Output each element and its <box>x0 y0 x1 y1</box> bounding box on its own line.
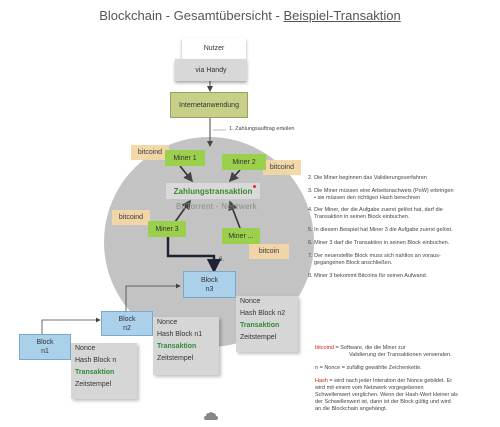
step-4-line2: Transaktion in seinen Block einbuchen. <box>314 214 410 220</box>
handy-node: via Handy <box>175 59 247 81</box>
internet-app-node: Internetanwendung <box>170 92 248 118</box>
block-n1-transaction: Transaktion <box>75 369 115 376</box>
legend-hash-def-4: der Schwellenwert ist, dann ist der Bloc… <box>315 399 451 405</box>
miner-4: Miner ... <box>222 228 260 244</box>
legend-nonce: n = Nonce = zufällig gewählte Zeichenket… <box>315 365 422 371</box>
block-n2-transaction: Transaktion <box>157 343 197 350</box>
bitcoind-tag-2: bitcoind <box>263 160 301 175</box>
step-5: 5. In diesem Beispiel hat Miner 3 die Au… <box>308 227 453 233</box>
legend-bitcoind-def-2: Validierung der Transaktionen verwenden. <box>349 352 452 358</box>
step-4-line1: 4. Der Miner, der die Aufgabe zuerst gel… <box>308 207 443 213</box>
step-8: 8. Miner 3 bekommt Bitcoins für seinen A… <box>308 273 428 279</box>
block-n2-details: Nonce Hash Block n1 Transaktion Zeitstem… <box>153 317 219 375</box>
legend-bitcoind-term: bitcoind <box>315 345 334 351</box>
arrow-step6-label: 6. <box>219 257 225 263</box>
block-n2: Block n2 <box>101 311 153 336</box>
block-n2-timestamp: Zeitstempel <box>157 355 194 362</box>
block-n1-details: Nonce Hash Block n Transaktion Zeitstemp… <box>71 343 137 399</box>
miner-1: Miner 1 <box>165 150 205 166</box>
legend-hash-def: = wird nach jeder Interation der Nonce g… <box>327 378 453 384</box>
arrow-miner3-blockn3 <box>166 236 222 274</box>
legend-hash-def-3: Schwellenwert verglichen. Wenn der Hash-… <box>315 392 458 398</box>
block-n1-nonce: Nonce <box>75 345 96 352</box>
steps-list: 2. Die Miner beginnen das Validierungsve… <box>308 175 493 280</box>
link-n1-n2 <box>41 317 101 334</box>
legend-hash-def-2: wird mit einem vom Netzwerk vorgegebenen <box>315 385 424 391</box>
block-n1: Block n1 <box>19 334 71 360</box>
block-n2-hash: Hash Block n1 <box>157 331 203 338</box>
miner-2: Miner 2 <box>222 154 266 170</box>
title-underlined: Beispiel-Transaktion <box>283 8 401 23</box>
cloud-logo-icon <box>204 412 218 420</box>
legend-bitcoind-def: = Software, die die Miner zur <box>333 345 406 351</box>
nutzer-node: Nutzer <box>182 38 246 59</box>
legend-hash: Hash = wird nach jeder Interation der No… <box>315 378 495 385</box>
step-3: 3. Die Miner müssen eine Arbeitsnachweis… <box>308 188 454 194</box>
arrow-miner1-zahl <box>179 165 193 183</box>
block-n2-nonce: Nonce <box>157 319 178 326</box>
step-6: 6. Miner 3 darf die Transaktion in seine… <box>308 240 450 246</box>
bitcoin-tag-4: bitcoin <box>249 244 289 259</box>
title-main: Blockchain - Gesamtübersicht - <box>99 8 284 23</box>
legend-hash-def-5: an die Blockchain angehängt. <box>315 406 388 412</box>
step-2: 2. Die Miner beginnen das Validierungsve… <box>308 175 427 181</box>
bitcoind-tag-3: bitcoind <box>112 210 150 225</box>
bittorrent-label: BitTorrent - Netzwerk <box>176 202 257 211</box>
zahlungstransaktion-box: Zahlungstransaktion <box>166 183 260 199</box>
step-1: 1. Zahlungsauftrag erteilen <box>229 126 295 132</box>
step-7-line1: 7. Der neuerstellte Block muss sich naht… <box>308 253 441 259</box>
block-n1-timestamp: Zeitstempel <box>75 381 112 388</box>
block-n3-nonce: Nonce <box>240 298 261 305</box>
page-title: Blockchain - Gesamtübersicht - Beispiel-… <box>0 8 500 23</box>
arrow-miner2-zahl <box>228 169 241 183</box>
arrow-miner4-zahl <box>228 200 241 229</box>
step-7-line2: gegangenen Block anschließen. <box>314 260 393 266</box>
link-n2-n3 <box>125 283 181 311</box>
miner-3: Miner 3 <box>148 221 186 237</box>
bitcoind-tag-1: bitcoind <box>131 145 169 160</box>
block-n3-timestamp: Zeitstempel <box>240 334 277 341</box>
block-n3-transaction: Transaktion <box>240 322 280 329</box>
step-3-sub: • sie müssen den richtigen Hash berechne… <box>314 195 421 201</box>
block-n3: Block n3 <box>183 271 236 298</box>
legend-bitcoind: bitcoind = Software, die die Miner zur <box>315 345 495 352</box>
block-n3-hash: Hash Block n2 <box>240 310 286 317</box>
legend: bitcoind = Software, die die Miner zur V… <box>315 345 495 413</box>
block-n1-hash: Hash Block n <box>75 357 117 364</box>
red-dot-marker <box>253 185 256 188</box>
legend-hash-term: Hash <box>315 378 328 384</box>
arrow-miner3-zahl <box>174 199 191 223</box>
block-n3-details: Nonce Hash Block n2 Transaktion Zeitstem… <box>236 296 298 352</box>
